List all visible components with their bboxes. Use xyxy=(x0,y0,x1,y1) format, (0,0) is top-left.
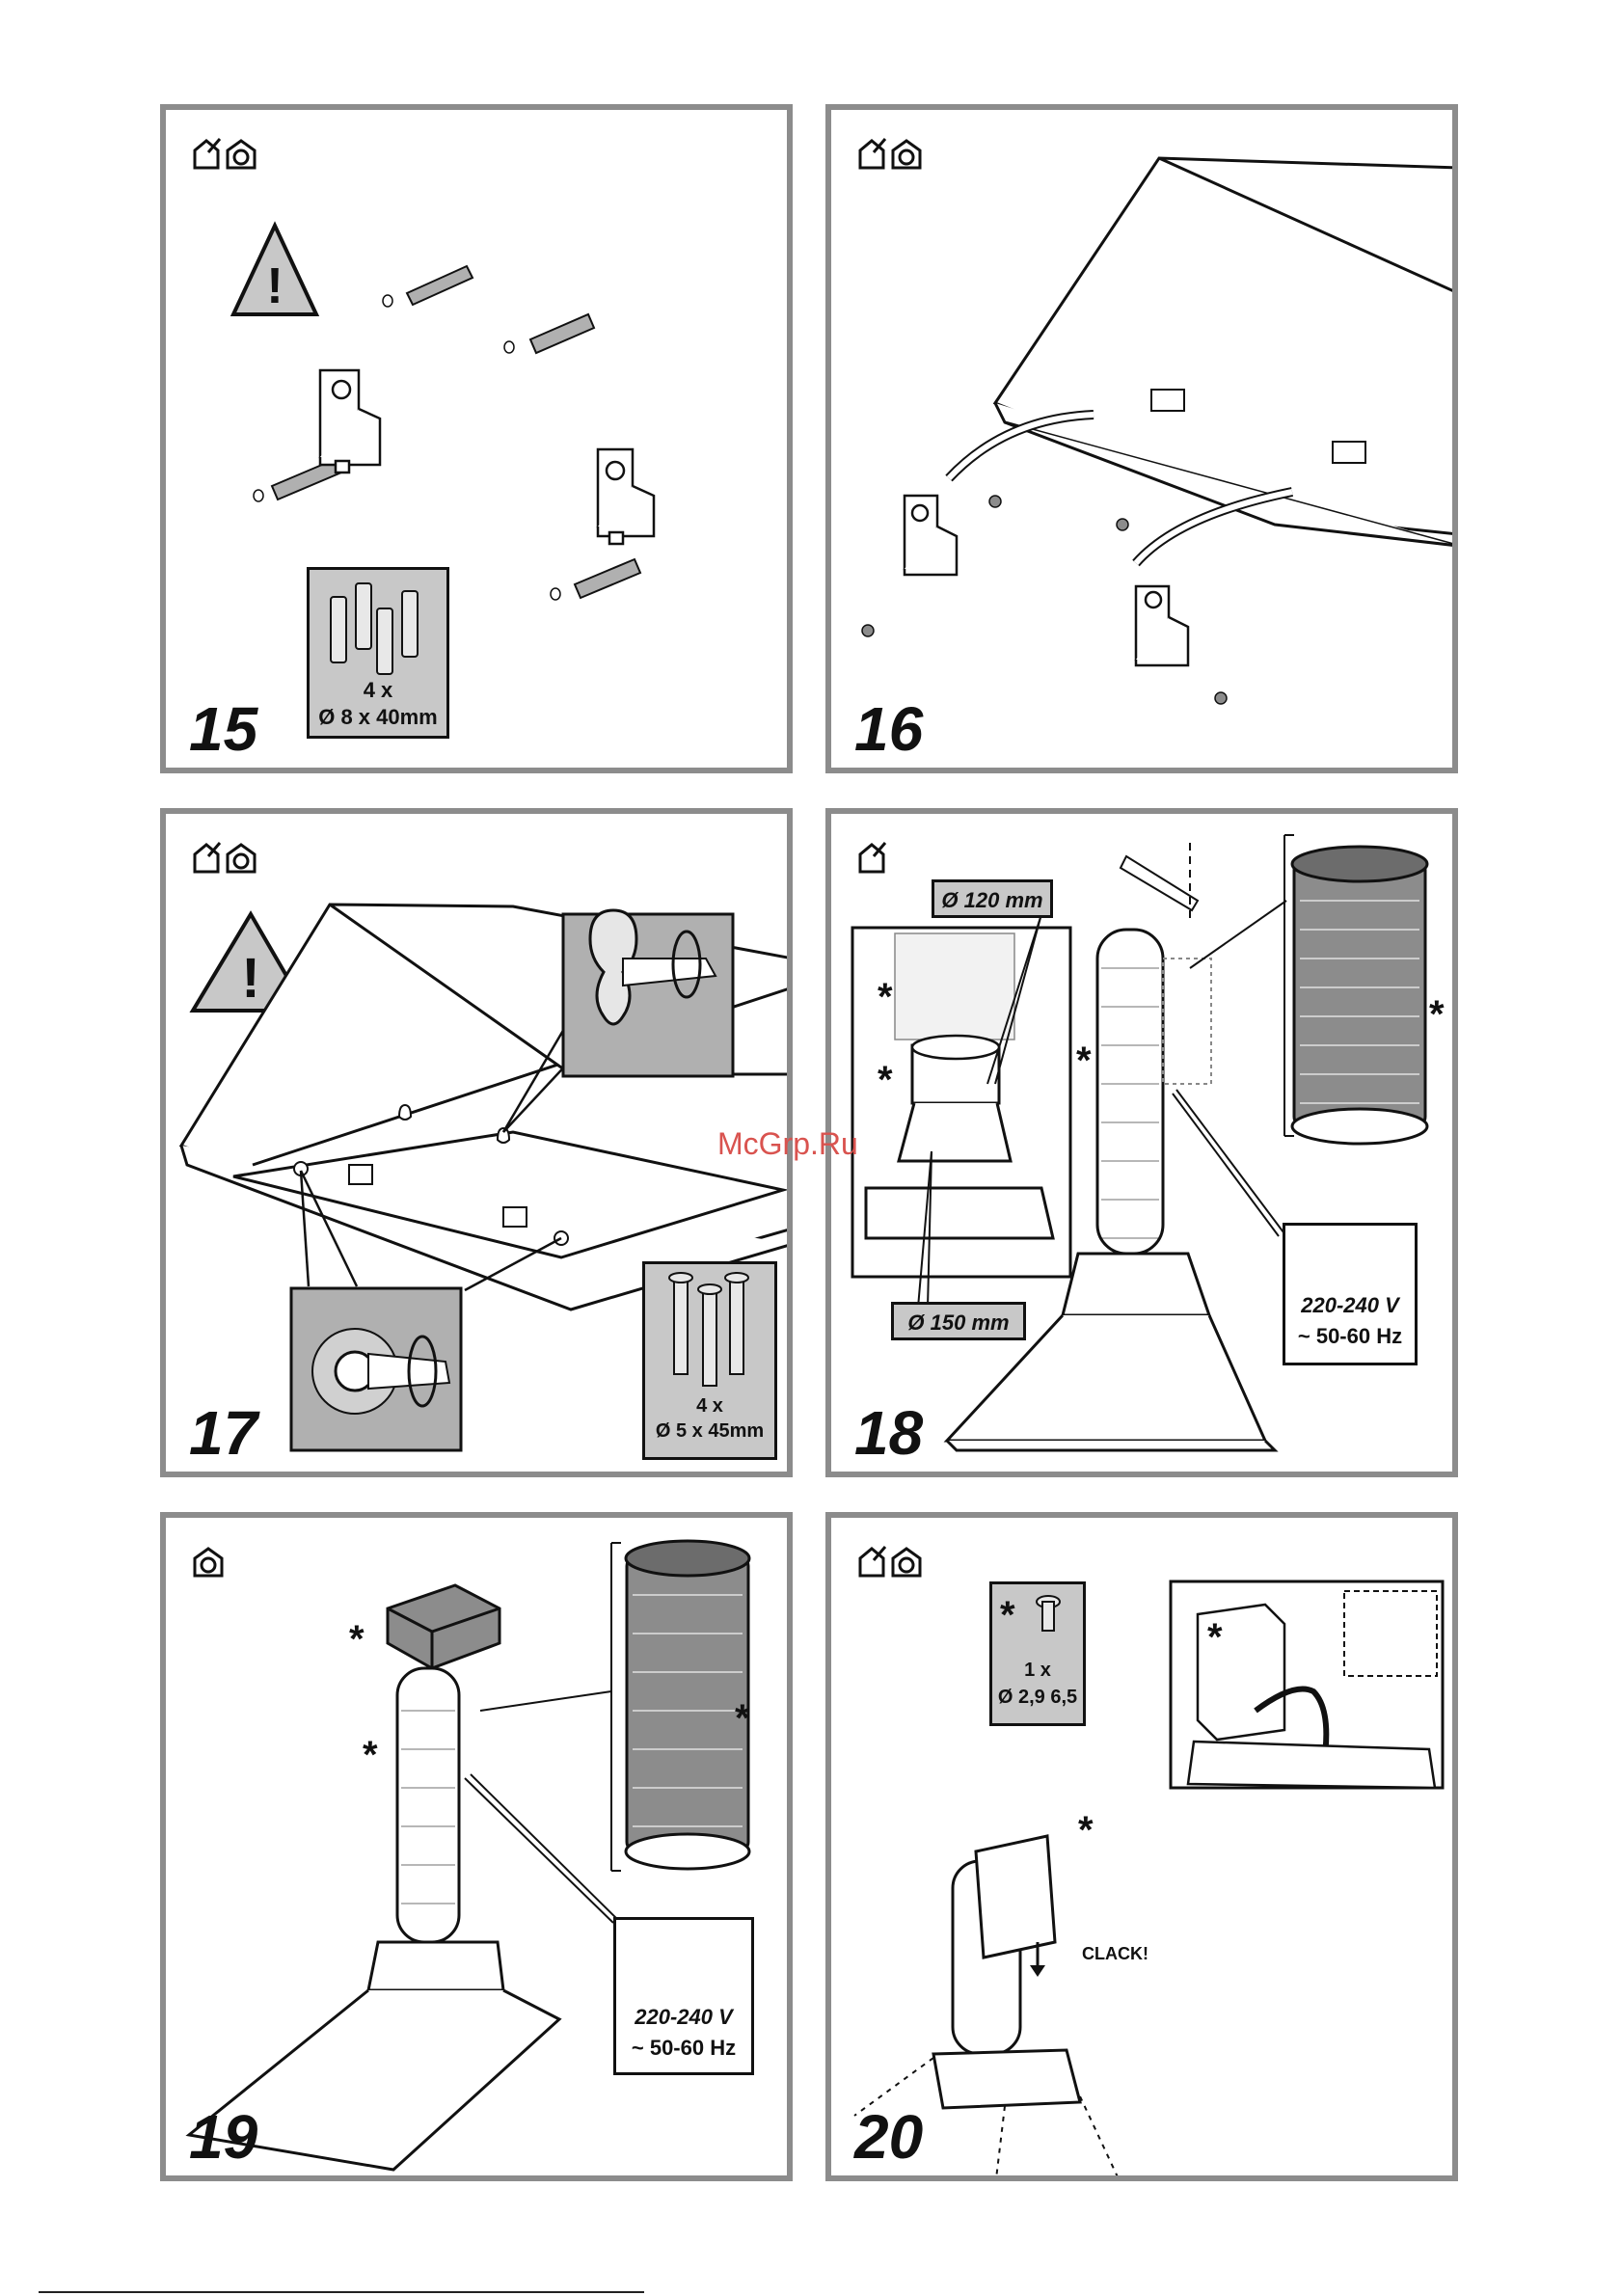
duct-size-label: Ø 150 mm xyxy=(891,1302,1026,1340)
house-install-icon xyxy=(195,843,220,872)
part-marker: * xyxy=(1076,1041,1092,1080)
house-recirculation-icon xyxy=(228,141,255,168)
kit-size: Ø 8 x 40mm xyxy=(310,705,446,730)
connector-detail xyxy=(1171,1581,1443,1788)
wall-bracket xyxy=(598,449,654,544)
house-install-icon xyxy=(860,1547,885,1576)
screw-detail xyxy=(291,1288,461,1450)
power-spec-box: 220-240 V ~ 50-60 Hz xyxy=(613,1917,754,2075)
house-recirculation-icon xyxy=(893,1549,920,1576)
voltage-text: 220-240 V xyxy=(1285,1293,1415,1318)
wall-plug xyxy=(575,559,640,598)
house-recirculation-icon xyxy=(893,141,920,168)
power-spec-box: 220-240 V ~ 50-60 Hz xyxy=(1283,1223,1418,1365)
house-recirculation-icon xyxy=(195,1549,222,1576)
part-marker: * xyxy=(1207,1618,1223,1657)
part-marker: * xyxy=(878,1061,893,1099)
duct-large-text: Ø 150 mm xyxy=(894,1310,1023,1336)
wall-plug xyxy=(530,314,594,353)
clack-text: CLACK! xyxy=(1082,1944,1148,1964)
step-number: 15 xyxy=(189,698,257,760)
house-install-icon xyxy=(195,139,220,168)
frequency-text: ~ 50-60 Hz xyxy=(616,2036,751,2061)
part-marker: * xyxy=(1078,1811,1094,1850)
panel-step-18: Ø 120 mm Ø 150 mm 220-240 V ~ 50-60 Hz *… xyxy=(825,808,1458,1477)
panel-20-illustration xyxy=(831,1518,1458,2181)
frequency-text: ~ 50-60 Hz xyxy=(1285,1324,1415,1349)
hood-body xyxy=(933,1836,1080,2108)
wall-bracket xyxy=(1136,586,1188,665)
house-install-icon xyxy=(860,139,885,168)
panel-15-illustration: ! xyxy=(166,110,793,773)
panel-18-illustration xyxy=(831,814,1458,1477)
svg-text:!: ! xyxy=(266,258,283,314)
svg-text:!: ! xyxy=(241,947,259,1010)
house-install-icon xyxy=(860,843,885,872)
warning-triangle-icon: ! xyxy=(233,226,316,314)
house-recirculation-icon xyxy=(228,845,255,872)
wall-bracket xyxy=(320,370,380,473)
panel-step-16: 16 xyxy=(825,104,1458,773)
kit-size: Ø 5 x 45mm xyxy=(645,1420,774,1443)
panel-step-20: * 1 x Ø 2,9 6,5 * * CLACK! 20 xyxy=(825,1512,1458,2181)
wall-bracket xyxy=(905,496,957,575)
part-marker: * xyxy=(878,978,893,1016)
kit-size: Ø 2,9 6,5 xyxy=(992,1687,1083,1709)
kit-box: * 1 x Ø 2,9 6,5 xyxy=(989,1581,1086,1726)
voltage-text: 220-240 V xyxy=(616,2005,751,2030)
panel-step-17: ! xyxy=(160,808,793,1477)
step-number: 16 xyxy=(854,698,923,760)
kit-box: 4 x Ø 5 x 45mm xyxy=(642,1261,777,1460)
part-marker: * xyxy=(363,1736,378,1774)
part-marker: * xyxy=(1000,1596,1015,1634)
wall-plug xyxy=(407,266,473,305)
watermark: McGrp.Ru xyxy=(717,1126,858,1162)
kit-quantity: 4 x xyxy=(645,1395,774,1418)
kit-quantity: 4 x xyxy=(310,678,446,703)
screws-icon xyxy=(645,1264,774,1390)
footer-rule xyxy=(39,2291,644,2293)
panel-19-illustration xyxy=(166,1518,793,2181)
part-marker: * xyxy=(1429,995,1445,1034)
panel-step-15: ! xyxy=(160,104,793,773)
kit-box: 4 x Ø 8 x 40mm xyxy=(307,567,449,739)
part-marker: * xyxy=(735,1699,750,1738)
wall-plugs-icon xyxy=(310,570,446,676)
step-number: 18 xyxy=(854,1402,923,1464)
keyhole-detail xyxy=(563,910,733,1076)
step-number: 20 xyxy=(854,2106,923,2168)
part-marker: * xyxy=(349,1620,365,1659)
step-number: 17 xyxy=(189,1402,257,1464)
recirculation-filter xyxy=(388,1585,500,1668)
panel-step-19: 220-240 V ~ 50-60 Hz * * * 19 xyxy=(160,1512,793,2181)
duct-detail xyxy=(1284,835,1427,1144)
duct-size-label: Ø 120 mm xyxy=(932,879,1053,918)
duct-detail xyxy=(611,1541,749,1871)
step-number: 19 xyxy=(189,2106,257,2168)
duct-small-text: Ø 120 mm xyxy=(934,888,1050,913)
kit-quantity: 1 x xyxy=(992,1660,1083,1682)
panel-16-illustration xyxy=(831,110,1458,773)
hood-body xyxy=(995,158,1458,546)
